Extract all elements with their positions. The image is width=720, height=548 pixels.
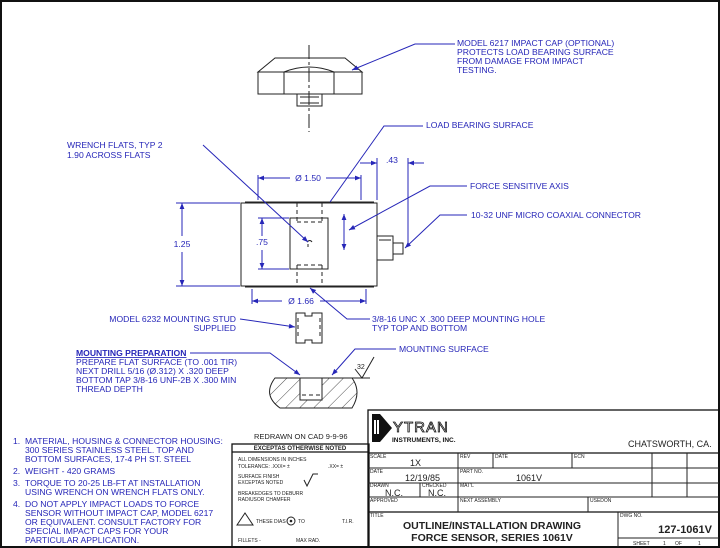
mounting-prep-line-1: PREPARE FLAT SURFACE (TO .001 TIR) [76, 357, 237, 367]
mounting-surface-section: 32 [269, 356, 375, 409]
max-rad-label: MAX RAD. [296, 538, 320, 544]
surface-finish-icon [303, 473, 318, 488]
mounting-prep-line-2: NEXT DRILL 5/16 (Ø.312) X .320 DEEP [76, 366, 229, 376]
finish-note-1: SURFACE FINISH [238, 474, 280, 480]
logo-wordmark: YTRAN [393, 419, 449, 436]
finish-note-2: EXCEPTAS NOTED [238, 480, 284, 486]
checked-label: CHECKED [422, 483, 447, 489]
part-value: 1061V [516, 473, 542, 483]
scale-label: SCALE [370, 454, 387, 460]
tolerance-3place: TOLERANCE: .XXX= ± [238, 464, 290, 470]
drawing-title-2: FORCE SENSOR, SERIES 1061V [411, 532, 573, 544]
these-dias-label: THESE DIAS [256, 519, 286, 525]
note-line: OR EQUIVALENT. CONSULT FACTORY FOR [25, 517, 201, 527]
ecn-label: ECN [574, 454, 585, 460]
mounting-prep-line-3: BOTTOM TAP 3/8-16 UNF-2B X .300 MIN [76, 375, 236, 385]
impact-cap-drawing [256, 45, 364, 132]
dim-dia-top: Ø 1.50 [295, 173, 321, 183]
dims-note: ALL DIMENSIONS IN INCHES [238, 457, 307, 463]
wrench-flats-label-1: WRENCH FLATS, TYP 2 [67, 140, 163, 150]
mounting-hole-label-2: TYP TOP AND BOTTOM [372, 323, 467, 333]
wrench-flats-label-2: 1.90 ACROSS FLATS [67, 150, 151, 160]
general-notes: 1. MATERIAL, HOUSING & CONNECTOR HOUSING… [13, 436, 223, 545]
to-label: TO [298, 519, 305, 525]
dim-height: 1.25 [174, 239, 191, 249]
dimensions: Ø 1.50 .43 1.25 .75 Ø 1.66 [174, 155, 424, 306]
next-assembly-label: NEXT ASSEMBLY [460, 498, 502, 504]
material-label: MAT'L [460, 483, 474, 489]
tolerance-2place: .XX= ± [328, 464, 343, 470]
tolerance-box: REDRAWN ON CAD 9-9-96 EXCEPTAS OTHERWISE… [231, 432, 370, 548]
note-line: SENSOR WITHOUT IMPACT CAP, MODEL 6217 [25, 508, 213, 518]
logo-subtitle: INSTRUMENTS, INC. [392, 437, 456, 444]
note-number: 1. [13, 436, 20, 446]
impact-cap-label-1: MODEL 6217 IMPACT CAP (OPTIONAL) [457, 38, 614, 48]
dim-connector-length: .43 [386, 155, 398, 165]
title-block: YTRAN INSTRUMENTS, INC. CHATSWORTH, CA. … [367, 409, 720, 548]
note-line: TORQUE TO 20-25 LB-FT AT INSTALLATION [25, 478, 200, 488]
part-label: PART NO. [460, 469, 483, 475]
date-value: 12/19/85 [405, 473, 440, 483]
drawing-title-1: OUTLINE/INSTALLATION DRAWING [403, 520, 581, 532]
dwg-no-value: 127-1061V [658, 524, 712, 536]
callout-texts: MODEL 6217 IMPACT CAP (OPTIONAL) PROTECT… [67, 38, 641, 394]
note-line: MATERIAL, HOUSING & CONNECTOR HOUSING: [25, 436, 223, 446]
note-line: PARTICULAR APPLICATION. [25, 535, 139, 545]
mounting-hole-label-1: 3/8-16 UNC X .300 DEEP MOUNTING HOLE [372, 314, 545, 324]
note-line: BOTTOM SURFACES, 17-4 PH ST. STEEL [25, 454, 191, 464]
dim-dia-bottom: Ø 1.66 [288, 296, 314, 306]
title-label: TITLE [370, 513, 384, 519]
mounting-prep-line-4: THREAD DEPTH [76, 384, 143, 394]
impact-cap-label-2: PROTECTS LOAD BEARING SURFACE [457, 47, 614, 57]
note-line: 300 SERIES STAINLESS STEEL. TOP AND [25, 445, 194, 455]
mounting-surface-label: MOUNTING SURFACE [399, 344, 489, 354]
usedon-label: USEDON [590, 498, 612, 504]
date-label: DATE [370, 469, 384, 475]
concentricity-icon [286, 516, 296, 526]
sheet-value: 1 [663, 541, 666, 547]
drawn-value: N.C. [385, 488, 403, 498]
dwg-no-label: DWG NO. [620, 513, 643, 519]
stud-label-2: SUPPLIED [193, 323, 236, 333]
load-bearing-label: LOAD BEARING SURFACE [426, 120, 534, 130]
force-axis-label: FORCE SENSITIVE AXIS [470, 181, 569, 191]
drawn-label: DRAWN [370, 483, 389, 489]
leaders [190, 43, 467, 376]
edges-note-1: BREAKEDGES TO DEBURR [238, 491, 303, 497]
location: CHATSWORTH, CA. [628, 439, 712, 449]
note-line: WEIGHT - 420 GRAMS [25, 466, 115, 476]
edges-note-2: RADIUSOR CHAMFER [238, 497, 291, 503]
note-line: DO NOT APPLY IMPACT LOADS TO FORCE [25, 499, 199, 509]
triangle-icon [236, 512, 254, 526]
rev-label: REV [460, 454, 471, 460]
mounting-stud-drawing [295, 312, 323, 344]
redrawn-note: REDRAWN ON CAD 9-9-96 [254, 432, 348, 441]
sheets-value: 1 [698, 541, 701, 547]
of-label: OF [675, 541, 682, 547]
rev-date-label: DATE [495, 454, 509, 460]
dim-window: .75 [256, 237, 268, 247]
note-number: 2. [13, 466, 20, 476]
note-line: USING WRENCH ON WRENCH FLATS ONLY. [25, 487, 205, 497]
dytran-logo: YTRAN INSTRUMENTS, INC. [372, 414, 456, 444]
sensor-body-drawing [240, 201, 404, 288]
connector-label: 10-32 UNF MICRO COAXIAL CONNECTOR [471, 210, 641, 220]
checked-value: N.C. [428, 488, 446, 498]
impact-cap-label-4: TESTING. [457, 65, 497, 75]
stud-label-1: MODEL 6232 MOUNTING STUD [109, 314, 236, 324]
scale-value: 1X [410, 458, 421, 468]
approved-label: APPROVED [370, 498, 398, 504]
tir-label: T.I.R. [342, 519, 354, 525]
mounting-prep-title: MOUNTING PREPARATION [76, 348, 186, 358]
fillets-label: FILLETS - [238, 538, 261, 544]
sheet-label: SHEET [633, 541, 650, 547]
note-number: 4. [13, 499, 20, 509]
impact-cap-label-3: FROM DAMAGE FROM IMPACT [457, 56, 585, 66]
note-number: 3. [13, 478, 20, 488]
tolerance-header: EXCEPTAS OTHERWISE NOTED [254, 446, 347, 452]
surface-finish-value: 32 [357, 364, 365, 371]
note-line: SPECIAL IMPACT CAPS FOR YOUR [25, 526, 168, 536]
